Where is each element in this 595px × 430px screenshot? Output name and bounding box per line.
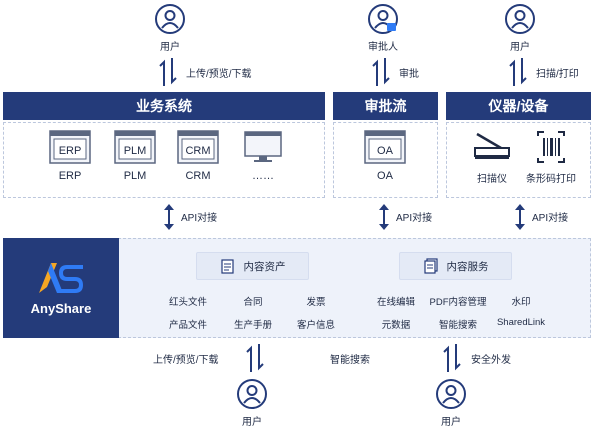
- erp-window-icon: ERP: [49, 130, 91, 164]
- devices-panel: [446, 122, 591, 198]
- bidirectional-arrow-icon: [509, 58, 527, 86]
- svg-text:PLM: PLM: [124, 145, 147, 157]
- top-arrow-label: 上传/预览/下载: [186, 69, 252, 80]
- anyshare-logo-text: AnyShare: [30, 300, 92, 316]
- devices-header: 仪器/设备: [446, 92, 591, 120]
- crm-label: CRM: [185, 170, 211, 182]
- other-systems-label: ……: [252, 170, 274, 182]
- approver-icon: [368, 4, 398, 34]
- content-assets-pill: 内容资产: [196, 252, 309, 280]
- bidirectional-arrow-icon: [246, 344, 264, 372]
- svg-text:ERP: ERP: [59, 145, 82, 157]
- top-user-2: 审批人: [353, 3, 413, 53]
- api-label: API对接: [396, 213, 433, 224]
- content-services-title: 内容服务: [446, 260, 489, 273]
- user-label: 用户: [242, 417, 262, 428]
- oa-window-icon: OA: [364, 130, 406, 164]
- vertical-double-arrow-icon: [515, 204, 525, 230]
- barcode-printer-device: 条形码打印: [519, 130, 583, 185]
- erp-system: ERP ERP: [45, 130, 95, 182]
- other-systems: ……: [238, 130, 288, 182]
- plm-system: PLM PLM: [110, 130, 160, 182]
- scanner-device: 扫描仪: [467, 130, 517, 185]
- bidirectional-arrow-icon: [443, 344, 461, 372]
- barcode-icon: [537, 131, 565, 163]
- asset-item: 产品文件: [168, 320, 208, 331]
- top-user-1: 用户: [140, 3, 200, 53]
- bidirectional-arrow-icon: [372, 58, 390, 86]
- user-label: 用户: [160, 42, 180, 53]
- document-stack-icon: [220, 259, 234, 274]
- document-service-icon: [423, 258, 438, 274]
- plm-label: PLM: [123, 170, 147, 182]
- asset-item: 合同: [243, 297, 263, 308]
- asset-item: 客户信息: [296, 320, 336, 331]
- bottom-user-1: 用户: [222, 378, 282, 428]
- user-icon: [155, 4, 185, 34]
- user-label: 用户: [510, 42, 530, 53]
- user-label: 用户: [441, 417, 461, 428]
- vertical-double-arrow-icon: [164, 204, 174, 230]
- api-label: API对接: [532, 213, 569, 224]
- plm-window-icon: PLM: [114, 130, 156, 164]
- anyshare-logo-box: AnyShare: [3, 238, 119, 338]
- bidirectional-arrow-icon: [159, 58, 177, 86]
- monitor-icon: [244, 131, 282, 162]
- bottom-user-2: 用户: [421, 378, 481, 428]
- top-arrow-label: 扫描/打印: [536, 69, 579, 80]
- service-item: SharedLink: [496, 317, 546, 328]
- asset-item: 生产手册: [233, 320, 273, 331]
- svg-text:CRM: CRM: [185, 145, 210, 157]
- oa-system: OA OA: [360, 130, 410, 182]
- content-services-pill: 内容服务: [399, 252, 512, 280]
- business-systems-header: 业务系统: [3, 92, 325, 120]
- oa-label: OA: [377, 170, 393, 182]
- api-label: API对接: [181, 213, 218, 224]
- bottom-arrow-label: 上传/预览/下载: [153, 355, 219, 366]
- bottom-arrow-label: 智能搜索: [330, 355, 370, 366]
- content-assets-title: 内容资产: [243, 260, 286, 273]
- service-item: 水印: [511, 297, 531, 308]
- anyshare-logo-icon: [39, 262, 84, 293]
- approval-flow-header: 审批流: [333, 92, 438, 120]
- top-user-3: 用户: [490, 3, 550, 53]
- erp-label: ERP: [58, 170, 82, 182]
- crm-system: CRM CRM: [173, 130, 223, 182]
- top-arrow-label: 审批: [399, 69, 419, 80]
- service-item: 智能搜索: [438, 320, 478, 331]
- service-item: 元数据: [381, 320, 411, 331]
- crm-window-icon: CRM: [177, 130, 219, 164]
- asset-item: 发票: [306, 297, 326, 308]
- user-icon: [505, 4, 535, 34]
- asset-item: 红头文件: [168, 297, 208, 308]
- barcode-printer-label: 条形码打印: [526, 174, 576, 185]
- svg-text:OA: OA: [377, 145, 394, 157]
- bottom-arrow-label: 安全外发: [471, 355, 511, 366]
- vertical-double-arrow-icon: [379, 204, 389, 230]
- approver-label: 审批人: [368, 42, 398, 53]
- scanner-label: 扫描仪: [477, 174, 507, 185]
- service-item: 在线编辑: [376, 297, 416, 308]
- scanner-icon: [474, 132, 510, 159]
- user-icon: [237, 379, 267, 409]
- service-item: PDF内容管理: [429, 297, 487, 308]
- user-icon: [436, 379, 466, 409]
